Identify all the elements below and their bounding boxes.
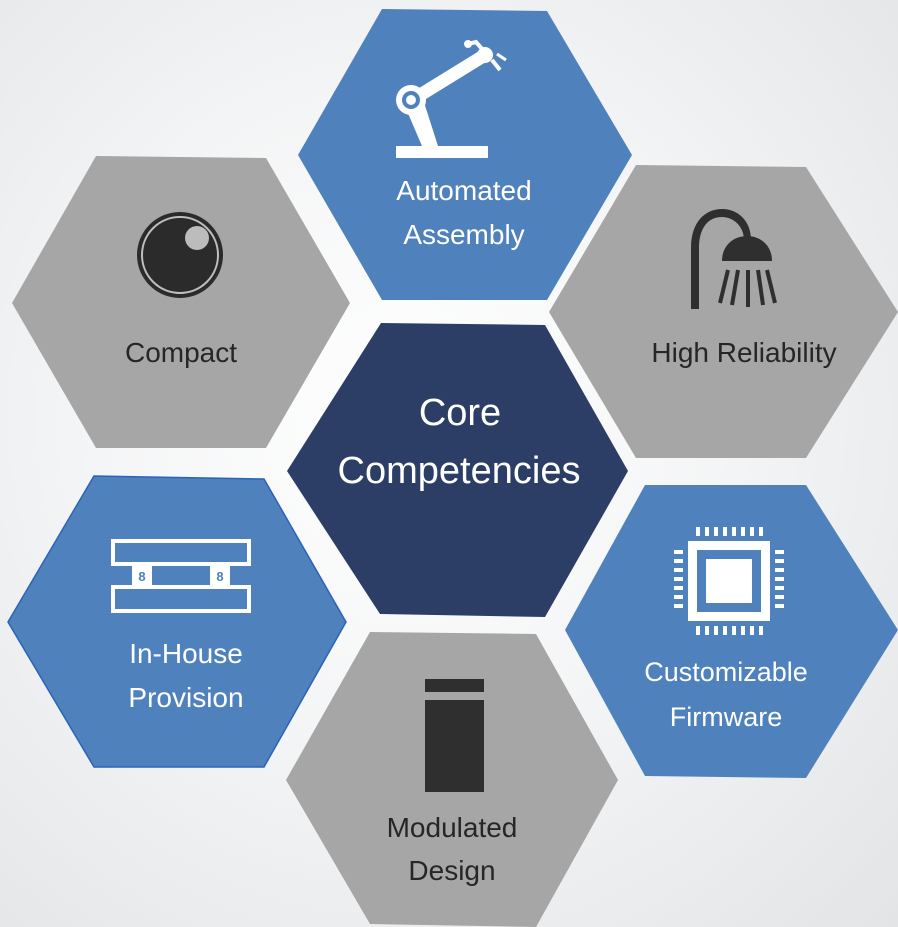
center-label-line-1: Core xyxy=(419,392,501,434)
customizable-firmware-label-line-2: Firmware xyxy=(670,702,783,732)
shower-icon xyxy=(691,209,777,309)
modulated-design-label-line-1: Modulated xyxy=(387,812,518,843)
robot-arm-icon xyxy=(396,39,507,158)
chip-icon xyxy=(674,527,784,635)
hex-high-reliability xyxy=(549,165,898,458)
svg-text:8: 8 xyxy=(138,569,145,584)
high-reliability-label: High Reliability xyxy=(651,337,836,368)
automated-assembly-label-line-1: Automated xyxy=(396,175,531,206)
center-label-line-2: Competencies xyxy=(338,450,581,492)
module-icon xyxy=(425,679,484,792)
in-house-provision-label-line-2: Provision xyxy=(128,682,243,713)
hex-customizable-firmware xyxy=(565,485,898,778)
in-house-provision-label-line-1: In-House xyxy=(129,638,243,669)
press-mold-icon: 8 8 xyxy=(111,539,251,613)
customizable-firmware-label-line-1: Customizable xyxy=(644,657,808,687)
compact-label: Compact xyxy=(125,337,237,368)
hex-center xyxy=(287,323,628,617)
svg-text:8: 8 xyxy=(216,569,223,584)
hex-compact xyxy=(12,156,350,448)
automated-assembly-label-line-2: Assembly xyxy=(403,219,524,250)
hex-in-house-provision xyxy=(7,475,347,768)
lens-icon xyxy=(137,212,223,298)
modulated-design-label-line-2: Design xyxy=(408,855,495,886)
